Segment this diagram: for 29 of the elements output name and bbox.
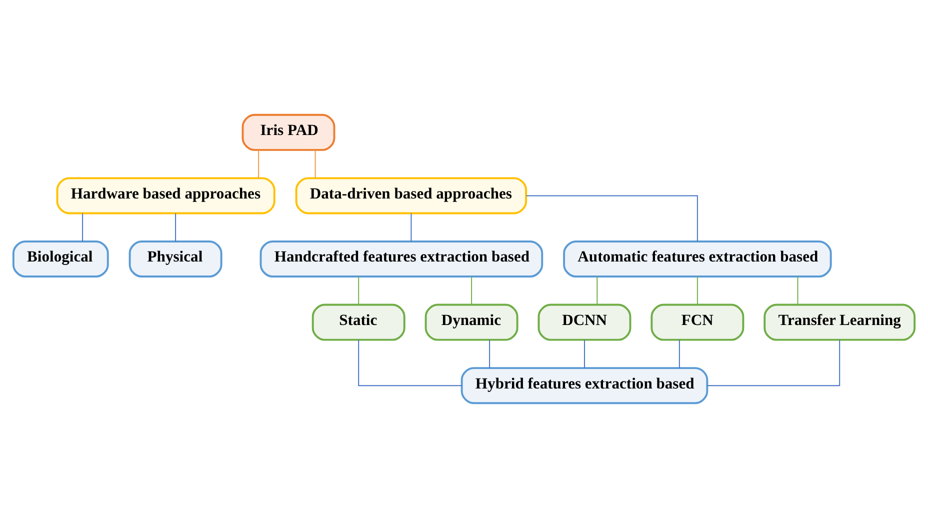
- connector: [358, 339, 462, 386]
- connector: [175, 212, 176, 242]
- node-box: Iris PAD: [242, 114, 336, 151]
- connector: [584, 339, 585, 369]
- node-box: FCN: [650, 304, 744, 341]
- connector: [358, 276, 360, 306]
- node-box: Biological: [12, 240, 109, 278]
- connector: [526, 195, 698, 242]
- node-box: DCNN: [538, 304, 632, 341]
- connector: [797, 276, 798, 306]
- connector: [596, 276, 598, 306]
- connector: [471, 276, 472, 306]
- connector: [82, 212, 84, 242]
- connector: [489, 339, 490, 369]
- connector: [410, 212, 412, 242]
- connector: [678, 339, 680, 369]
- node-box: Transfer Learning: [764, 304, 916, 341]
- connector: [696, 276, 698, 306]
- node-box: Static: [312, 304, 406, 341]
- node-box: Physical: [128, 240, 222, 278]
- node-box: Dynamic: [424, 304, 518, 341]
- node-box: Automatic features extraction based: [563, 240, 832, 278]
- node-box: Hybrid features extraction based: [460, 367, 708, 404]
- node-box: Handcrafted features extraction based: [260, 240, 544, 278]
- connector: [258, 150, 260, 179]
- node-box: Hardware based approaches: [56, 177, 276, 214]
- connector: [706, 339, 840, 386]
- node-box: Data-driven based approaches: [295, 177, 528, 214]
- connector: [314, 150, 316, 179]
